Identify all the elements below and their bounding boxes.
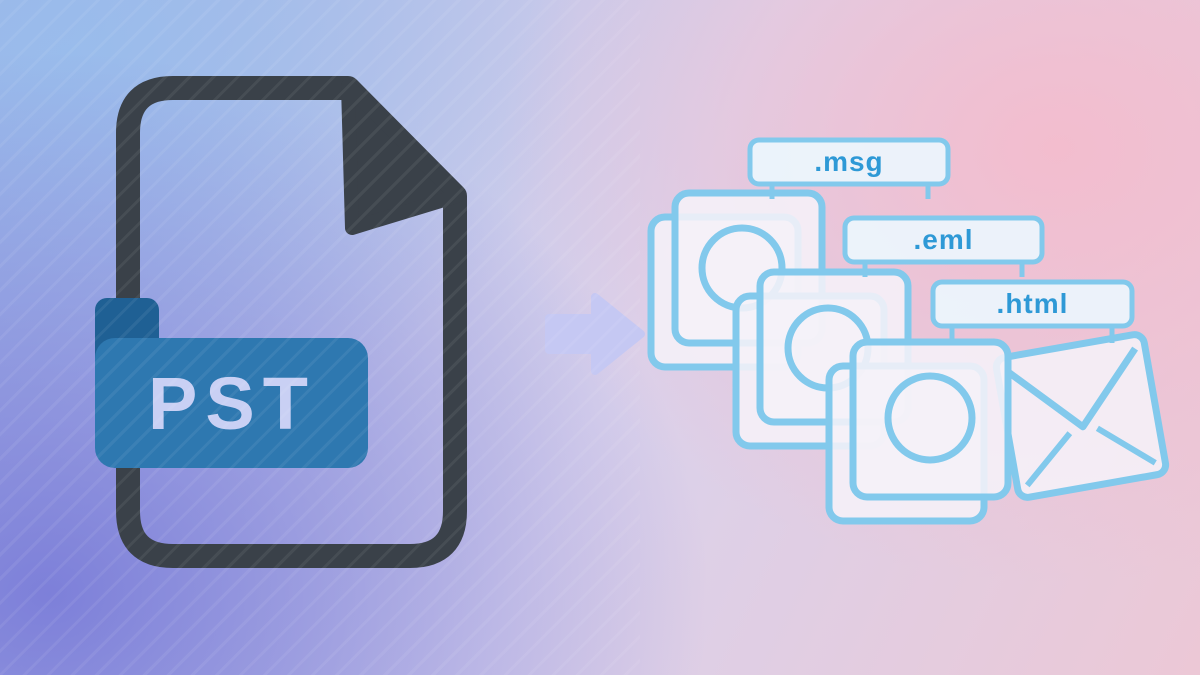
html-circle-icon (884, 372, 976, 464)
eml-label-box (842, 215, 1045, 265)
pst-format-label: PST (148, 361, 316, 445)
ribbon-banner (95, 338, 368, 468)
envelope-flap (1005, 346, 1139, 431)
format-label-msg: .msg (814, 146, 884, 177)
msg-label-box (747, 137, 951, 187)
html-label-box (930, 279, 1135, 329)
convert-arrow-icon (545, 293, 645, 375)
file-outline (116, 76, 467, 568)
format-label-eml: .eml (913, 224, 974, 255)
html-window (849, 338, 1012, 501)
format-label-html: .html (996, 288, 1069, 319)
html-file-icon (825, 279, 1170, 525)
arrow-shape (545, 293, 645, 375)
envelope-body (992, 331, 1170, 501)
file-fold-icon (341, 79, 464, 235)
output-files-group (647, 137, 1170, 525)
envelope-icon (992, 331, 1170, 501)
pst-file-icon (95, 76, 467, 568)
envelope-folds (1024, 425, 1157, 488)
